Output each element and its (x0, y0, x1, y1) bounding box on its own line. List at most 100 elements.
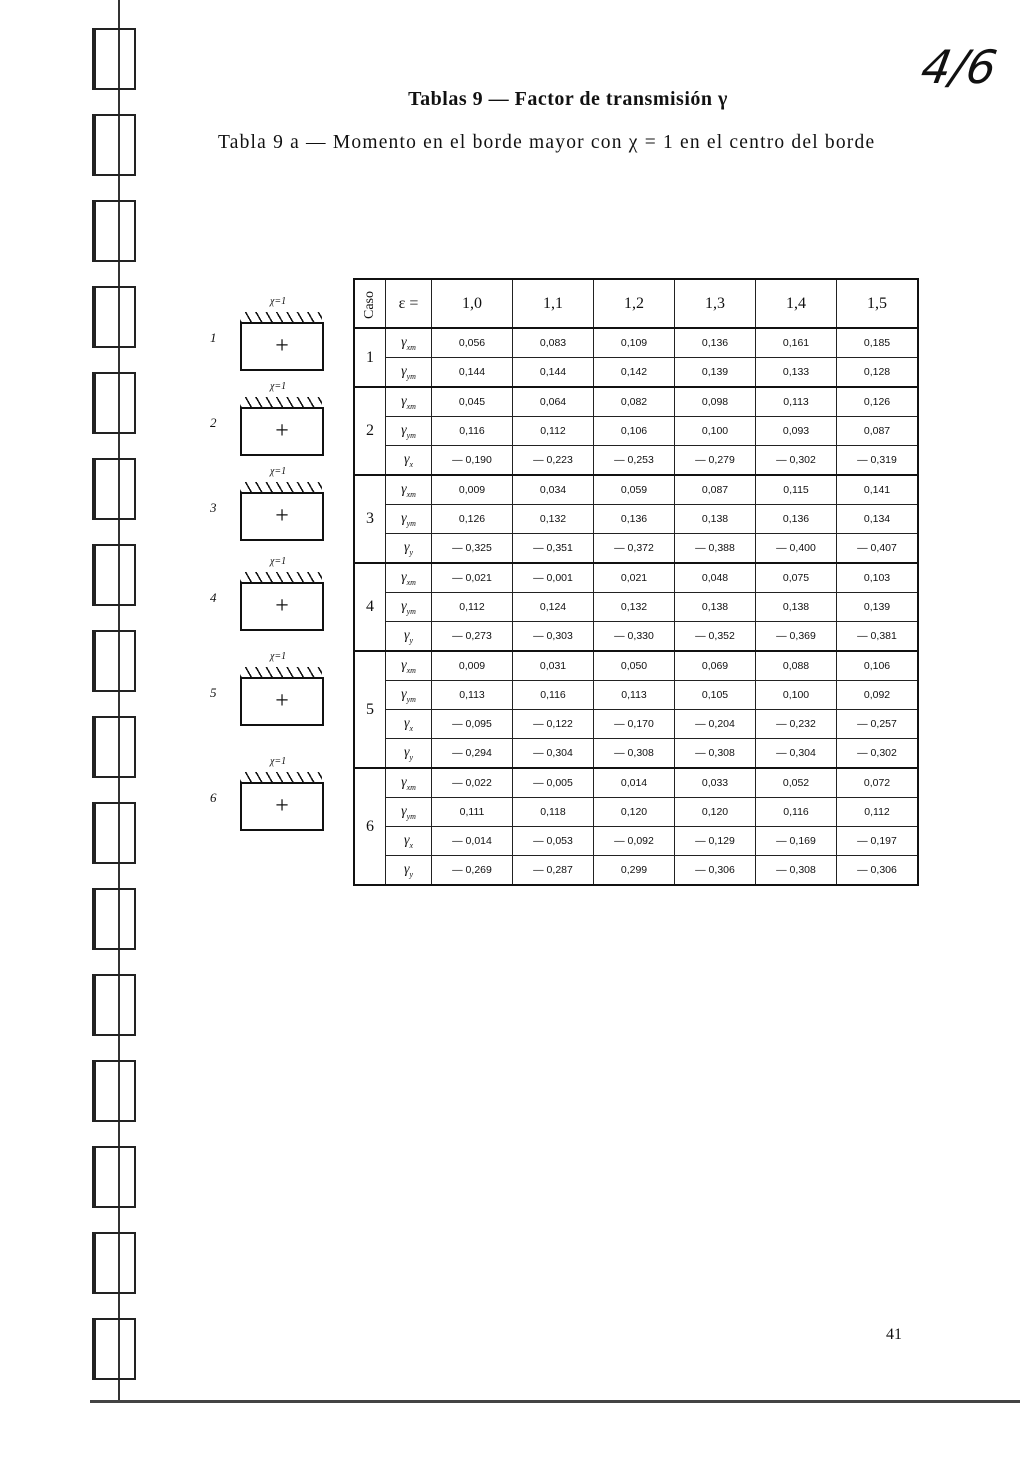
epsilon-column-header: 1,2 (593, 278, 675, 329)
coefficient-label: γx (385, 826, 432, 856)
table-cell: 0,141 (836, 474, 919, 505)
caso-number: 4 (353, 562, 386, 652)
coefficient-label: γy (385, 621, 432, 652)
table-cell: — 0,369 (755, 621, 837, 652)
table-cell: 0,144 (512, 357, 594, 388)
coefficient-label: γxm (385, 386, 432, 417)
coefficient-label: γxm (385, 650, 432, 681)
diagram-number: 2 (210, 415, 217, 430)
table-cell: 0,134 (836, 504, 919, 534)
page-title: Tablas 9 — Factor de transmisión γ (408, 88, 728, 110)
diagram-label: χ=1 (270, 381, 287, 392)
table-cell: 0,136 (674, 327, 756, 358)
table-cell: 0,103 (836, 562, 919, 593)
diagram-number: 4 (210, 590, 217, 605)
table-cell: 0,112 (431, 592, 513, 622)
table-cell: 0,115 (755, 474, 837, 505)
epsilon-header: ε = (385, 278, 432, 329)
table-cell: 0,106 (593, 416, 675, 446)
spiral-ring (92, 1232, 136, 1294)
case-diagram: 1 χ=1 + (200, 296, 330, 380)
table-cell: 0,132 (593, 592, 675, 622)
spiral-ring (92, 716, 136, 778)
table-cell: — 0,319 (836, 445, 919, 476)
spiral-ring (92, 802, 136, 864)
table-row: γy— 0,294— 0,304— 0,308— 0,308— 0,304— 0… (354, 738, 919, 769)
coefficient-label: γx (385, 709, 432, 739)
clamped-edge-hatch (240, 312, 322, 322)
table-cell: — 0,014 (431, 826, 513, 856)
coefficient-label: γym (385, 357, 432, 388)
table-row: γy— 0,325— 0,351— 0,372— 0,388— 0,400— 0… (354, 533, 919, 564)
plus-icon: + (275, 418, 289, 444)
table-cell: 0,014 (593, 767, 675, 798)
clamped-edge-hatch (240, 667, 322, 677)
spiral-ring (92, 888, 136, 950)
spiral-ring (92, 372, 136, 434)
table-cell: 0,116 (431, 416, 513, 446)
table-cell: — 0,287 (512, 855, 594, 886)
table-cell: 0,136 (755, 504, 837, 534)
coefficient-label: γx (385, 445, 432, 476)
epsilon-column-header: 1,1 (512, 278, 594, 329)
coefficient-label: γy (385, 533, 432, 564)
table-cell: 0,144 (431, 357, 513, 388)
table-cell: — 0,223 (512, 445, 594, 476)
spiral-ring (92, 200, 136, 262)
epsilon-column-header: 1,0 (431, 278, 513, 329)
table-cell: 0,056 (431, 327, 513, 358)
table-cell: 0,098 (674, 386, 756, 417)
clamped-edge-hatch (240, 397, 322, 407)
table-cell: 0,112 (836, 797, 919, 827)
plus-icon: + (275, 333, 289, 359)
table-row: γy— 0,273— 0,303— 0,330— 0,352— 0,369— 0… (354, 621, 919, 652)
coefficient-label: γym (385, 592, 432, 622)
plate-outline: + (240, 407, 324, 456)
table-cell: 0,116 (755, 797, 837, 827)
coefficient-label: γy (385, 855, 432, 886)
table-cell: 0,050 (593, 650, 675, 681)
table-cell: — 0,308 (593, 738, 675, 769)
table-cell: 0,138 (674, 592, 756, 622)
table-cell: 0,087 (836, 416, 919, 446)
table-cell: 0,120 (674, 797, 756, 827)
table-cell: 0,109 (593, 327, 675, 358)
table-cell: 0,033 (674, 767, 756, 798)
table-cell: — 0,053 (512, 826, 594, 856)
table-cell: 0,113 (593, 680, 675, 710)
diagram-label: χ=1 (270, 296, 287, 307)
table-cell: 0,299 (593, 855, 675, 886)
plus-icon: + (275, 593, 289, 619)
spiral-ring (92, 458, 136, 520)
coefficient-label: γxm (385, 562, 432, 593)
coefficient-label: γym (385, 504, 432, 534)
diagram-number: 1 (210, 330, 217, 345)
coefficient-label: γym (385, 797, 432, 827)
coefficient-label: γxm (385, 474, 432, 505)
table-cell: — 0,308 (755, 855, 837, 886)
page-number: 41 (886, 1326, 902, 1343)
table-cell: 0,034 (512, 474, 594, 505)
page-bottom-edge (90, 1400, 1020, 1403)
table-cell: — 0,388 (674, 533, 756, 564)
table-cell: 0,126 (431, 504, 513, 534)
spiral-ring (92, 286, 136, 348)
coefficient-label: γy (385, 738, 432, 769)
plate-outline: + (240, 492, 324, 541)
table-cell: — 0,304 (512, 738, 594, 769)
caso-number: 3 (353, 474, 386, 564)
table-cell: — 0,303 (512, 621, 594, 652)
table-cell: — 0,022 (431, 767, 513, 798)
table-cell: — 0,294 (431, 738, 513, 769)
table-cell: 0,132 (512, 504, 594, 534)
table-cell: — 0,095 (431, 709, 513, 739)
